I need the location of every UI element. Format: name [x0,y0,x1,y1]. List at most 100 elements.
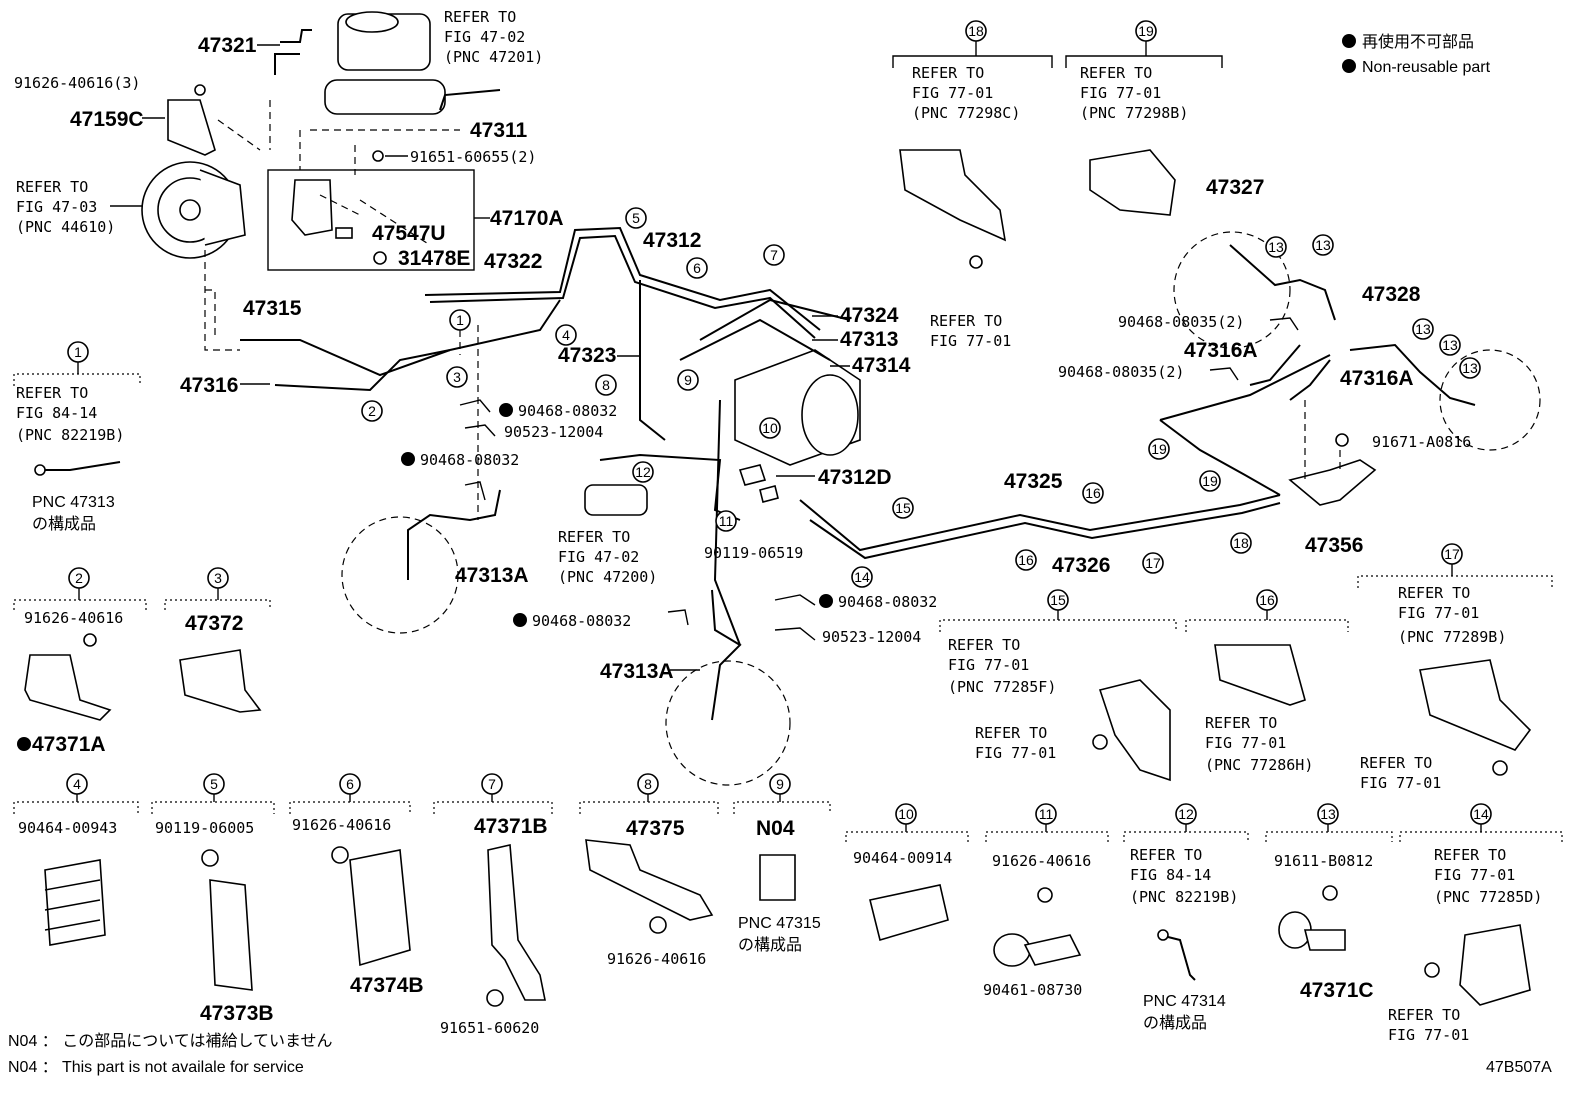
detail-box-7: 7 47371B 91651-60620 [433,773,553,1037]
callout-10: 10 [762,420,778,436]
callout-3: 3 [453,369,461,385]
non-reusable-bullet-icon [513,613,527,627]
callout-circle-shape [446,366,468,388]
detail-15-line1: REFER TO [948,636,1020,654]
label-47159c: 47159C [70,108,144,131]
detail-8-sub: 91626-40616 [607,950,706,968]
sensor-wire-shape [40,461,121,471]
callout-16b: 16 [1018,552,1034,568]
detail-11-part: 91626-40616 [992,852,1091,870]
figure-code: 47B507A [1486,1059,1552,1076]
refer-fig4702b-line3: (PNC 47200) [558,568,657,586]
detail-number-6: 6 [346,776,354,792]
detail-box-16: 16 REFER TO FIG 77-01 (PNC 77286H) [1185,589,1349,774]
callout-14: 14 [854,569,870,585]
abs-motor-shape [801,374,859,456]
tube-shape [274,53,300,75]
detail-14-line3: (PNC 77285D) [1434,888,1542,906]
tube-47322-shape [424,226,821,331]
label-47316a-a: 47316A [1184,339,1258,362]
detail-box-1: 1 REFER TO FIG 84-14 (PNC 82219B) PNC 47… [13,341,141,533]
tube-47325-shape [799,494,1281,552]
label-91651-60655-2: 91651-60655(2) [410,148,536,166]
non-reusable-bullet-icon [1342,34,1356,48]
label-90523-12004-b: 90523-12004 [822,628,921,646]
callout-circle-shape [361,400,383,422]
box-bracket [13,373,141,386]
tube-shape [713,399,741,646]
box-bracket [845,831,969,842]
detail-17-line4: REFER TO [1360,754,1432,772]
callout-circle-shape [1199,470,1221,492]
clamp-shape [349,849,411,967]
detail-box-15: 15 REFER TO FIG 77-01 (PNC 77285F) REFER… [939,589,1177,782]
leader-dash [319,194,431,246]
detail-6-part: 91626-40616 [292,816,391,834]
tube-shape [699,298,851,341]
label-91626-40616-3: 91626-40616(3) [14,74,140,92]
callout-4: 4 [562,327,570,343]
callout-circle-shape [555,324,577,346]
tube-shape [1159,419,1281,496]
label-47315: 47315 [243,297,302,320]
detail-box-4: 4 90464-00943 [13,773,139,946]
proportioning-valve-shape [291,179,333,236]
detail-12-line2: FIG 84-14 [1130,866,1211,884]
clamp-77298c-shape [899,149,1007,242]
bolt-icon [1037,887,1053,903]
label-90468-08032-d: 90468-08032 [838,593,937,611]
callouts: 1 2 3 4 5 6 7 8 9 10 11 12 13 13 13 13 1… [361,207,1481,588]
callout-7: 7 [770,247,778,263]
sensor-icon [34,464,46,476]
label-47328: 47328 [1362,283,1421,306]
clamp-shape [179,649,262,713]
detail-box-6: 6 91626-40616 47374B [289,773,424,997]
clamp-77298b-shape [1089,149,1176,216]
detail-number-18: 18 [968,23,984,39]
callout-circle-shape [595,374,617,396]
label-47316a-b: 47316A [1340,367,1414,390]
leader-dash [459,325,479,520]
bolt-icon [194,84,206,96]
callout-circle-shape [851,566,873,588]
detail-number-14: 14 [1473,806,1489,822]
callout-circle-shape [449,309,471,331]
label-90468-08032-c: 90468-08032 [532,612,631,630]
detail-9-note1: PNC 47315 [738,915,821,932]
bolt-icon [372,150,384,162]
refer-18-line5: FIG 77-01 [930,332,1011,350]
flex-hose-shape [1249,344,1301,386]
box-bracket [1399,831,1563,842]
refer-19-line3: (PNC 77298B) [1080,104,1188,122]
detail-number-7: 7 [488,776,496,792]
callout-circle-shape [759,417,781,439]
legend-en: Non-reusable part [1362,59,1491,76]
front-hose-area-b: 90468-08032 90468-08032 90523-12004 4731… [513,589,937,786]
detail-number-10: 10 [898,806,914,822]
label-90468-08035-2b: 90468-08035(2) [1058,363,1184,381]
detail-6-sub: 47374B [350,974,424,997]
detail-box-5: 5 90119-06005 47373B [151,773,275,1025]
detail-14-line1: REFER TO [1434,846,1506,864]
clamp-shape [487,844,546,1001]
callout-13c: 13 [1415,321,1431,337]
label-47322: 47322 [484,250,542,273]
refer-19-line1: REFER TO [1080,64,1152,82]
clamp-detail-line [44,879,101,931]
label-90119-06519: 90119-06519 [704,544,803,562]
refer-18-line4: REFER TO [930,312,1002,330]
callout-19b: 19 [1202,473,1218,489]
clamp-shape [759,854,796,901]
booster-bracket-shape [199,169,246,246]
callout-circle-shape [1230,532,1252,554]
refer-18-line1: REFER TO [912,64,984,82]
clamp-shape [44,859,106,946]
box-bracket [289,801,411,814]
detail-7-sub: 91651-60620 [440,1019,539,1037]
detail-number-5: 5 [210,776,218,792]
tube-shape [449,299,561,351]
clamp-shape [1419,659,1532,751]
callout-19a: 19 [1151,441,1167,457]
detail-2-part: 91626-40616 [24,609,123,627]
refer-19-line2: FIG 77-01 [1080,84,1161,102]
